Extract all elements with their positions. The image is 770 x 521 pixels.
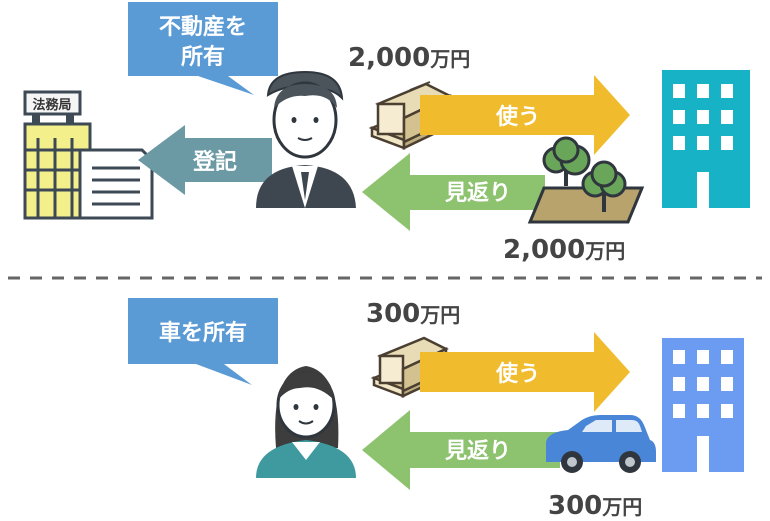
office-sign-text: 法務局 xyxy=(32,97,71,113)
top-bubble-line1: 不動産を xyxy=(159,14,247,40)
bottom-amount-label: 300万円 xyxy=(366,299,460,329)
bottom-speech-bubble: 車を所有 xyxy=(128,298,278,385)
legal-affairs-office-icon: 法務局 xyxy=(23,90,154,220)
top-return-amount-label: 2,000万円 xyxy=(503,235,625,265)
bottom-use-arrow: 使う xyxy=(420,332,630,412)
bottom-use-arrow-label: 使う xyxy=(495,362,540,387)
bottom-bubble-text: 車を所有 xyxy=(159,320,247,346)
businessman-icon xyxy=(256,70,356,208)
bottom-return-arrow-label: 見返り xyxy=(445,439,511,464)
bottom-return-amount-value: 300万円 xyxy=(548,491,642,521)
bottom-amount-value: 300万円 xyxy=(366,299,460,329)
bottom-building-icon xyxy=(662,338,744,472)
top-use-arrow: 使う xyxy=(420,75,630,155)
top-use-arrow-label: 使う xyxy=(495,105,540,130)
top-amount-value: 2,000万円 xyxy=(348,43,470,73)
top-building-icon xyxy=(662,70,750,208)
woman-icon xyxy=(256,366,356,478)
top-amount-label: 2,000万円 xyxy=(348,43,470,73)
register-arrow: 登記 xyxy=(138,125,272,195)
top-return-arrow-label: 見返り xyxy=(445,181,511,206)
bottom-return-arrow: 見返り xyxy=(362,410,560,490)
top-speech-bubble: 不動産を 所有 xyxy=(128,2,278,95)
bottom-return-amount-label: 300万円 xyxy=(548,491,642,521)
top-return-amount-value: 2,000万円 xyxy=(503,235,625,265)
register-arrow-label: 登記 xyxy=(192,149,237,175)
top-return-arrow: 見返り xyxy=(362,153,545,231)
land-trees-icon xyxy=(527,136,645,224)
car-icon xyxy=(546,415,656,473)
top-bubble-line2: 所有 xyxy=(181,44,225,70)
